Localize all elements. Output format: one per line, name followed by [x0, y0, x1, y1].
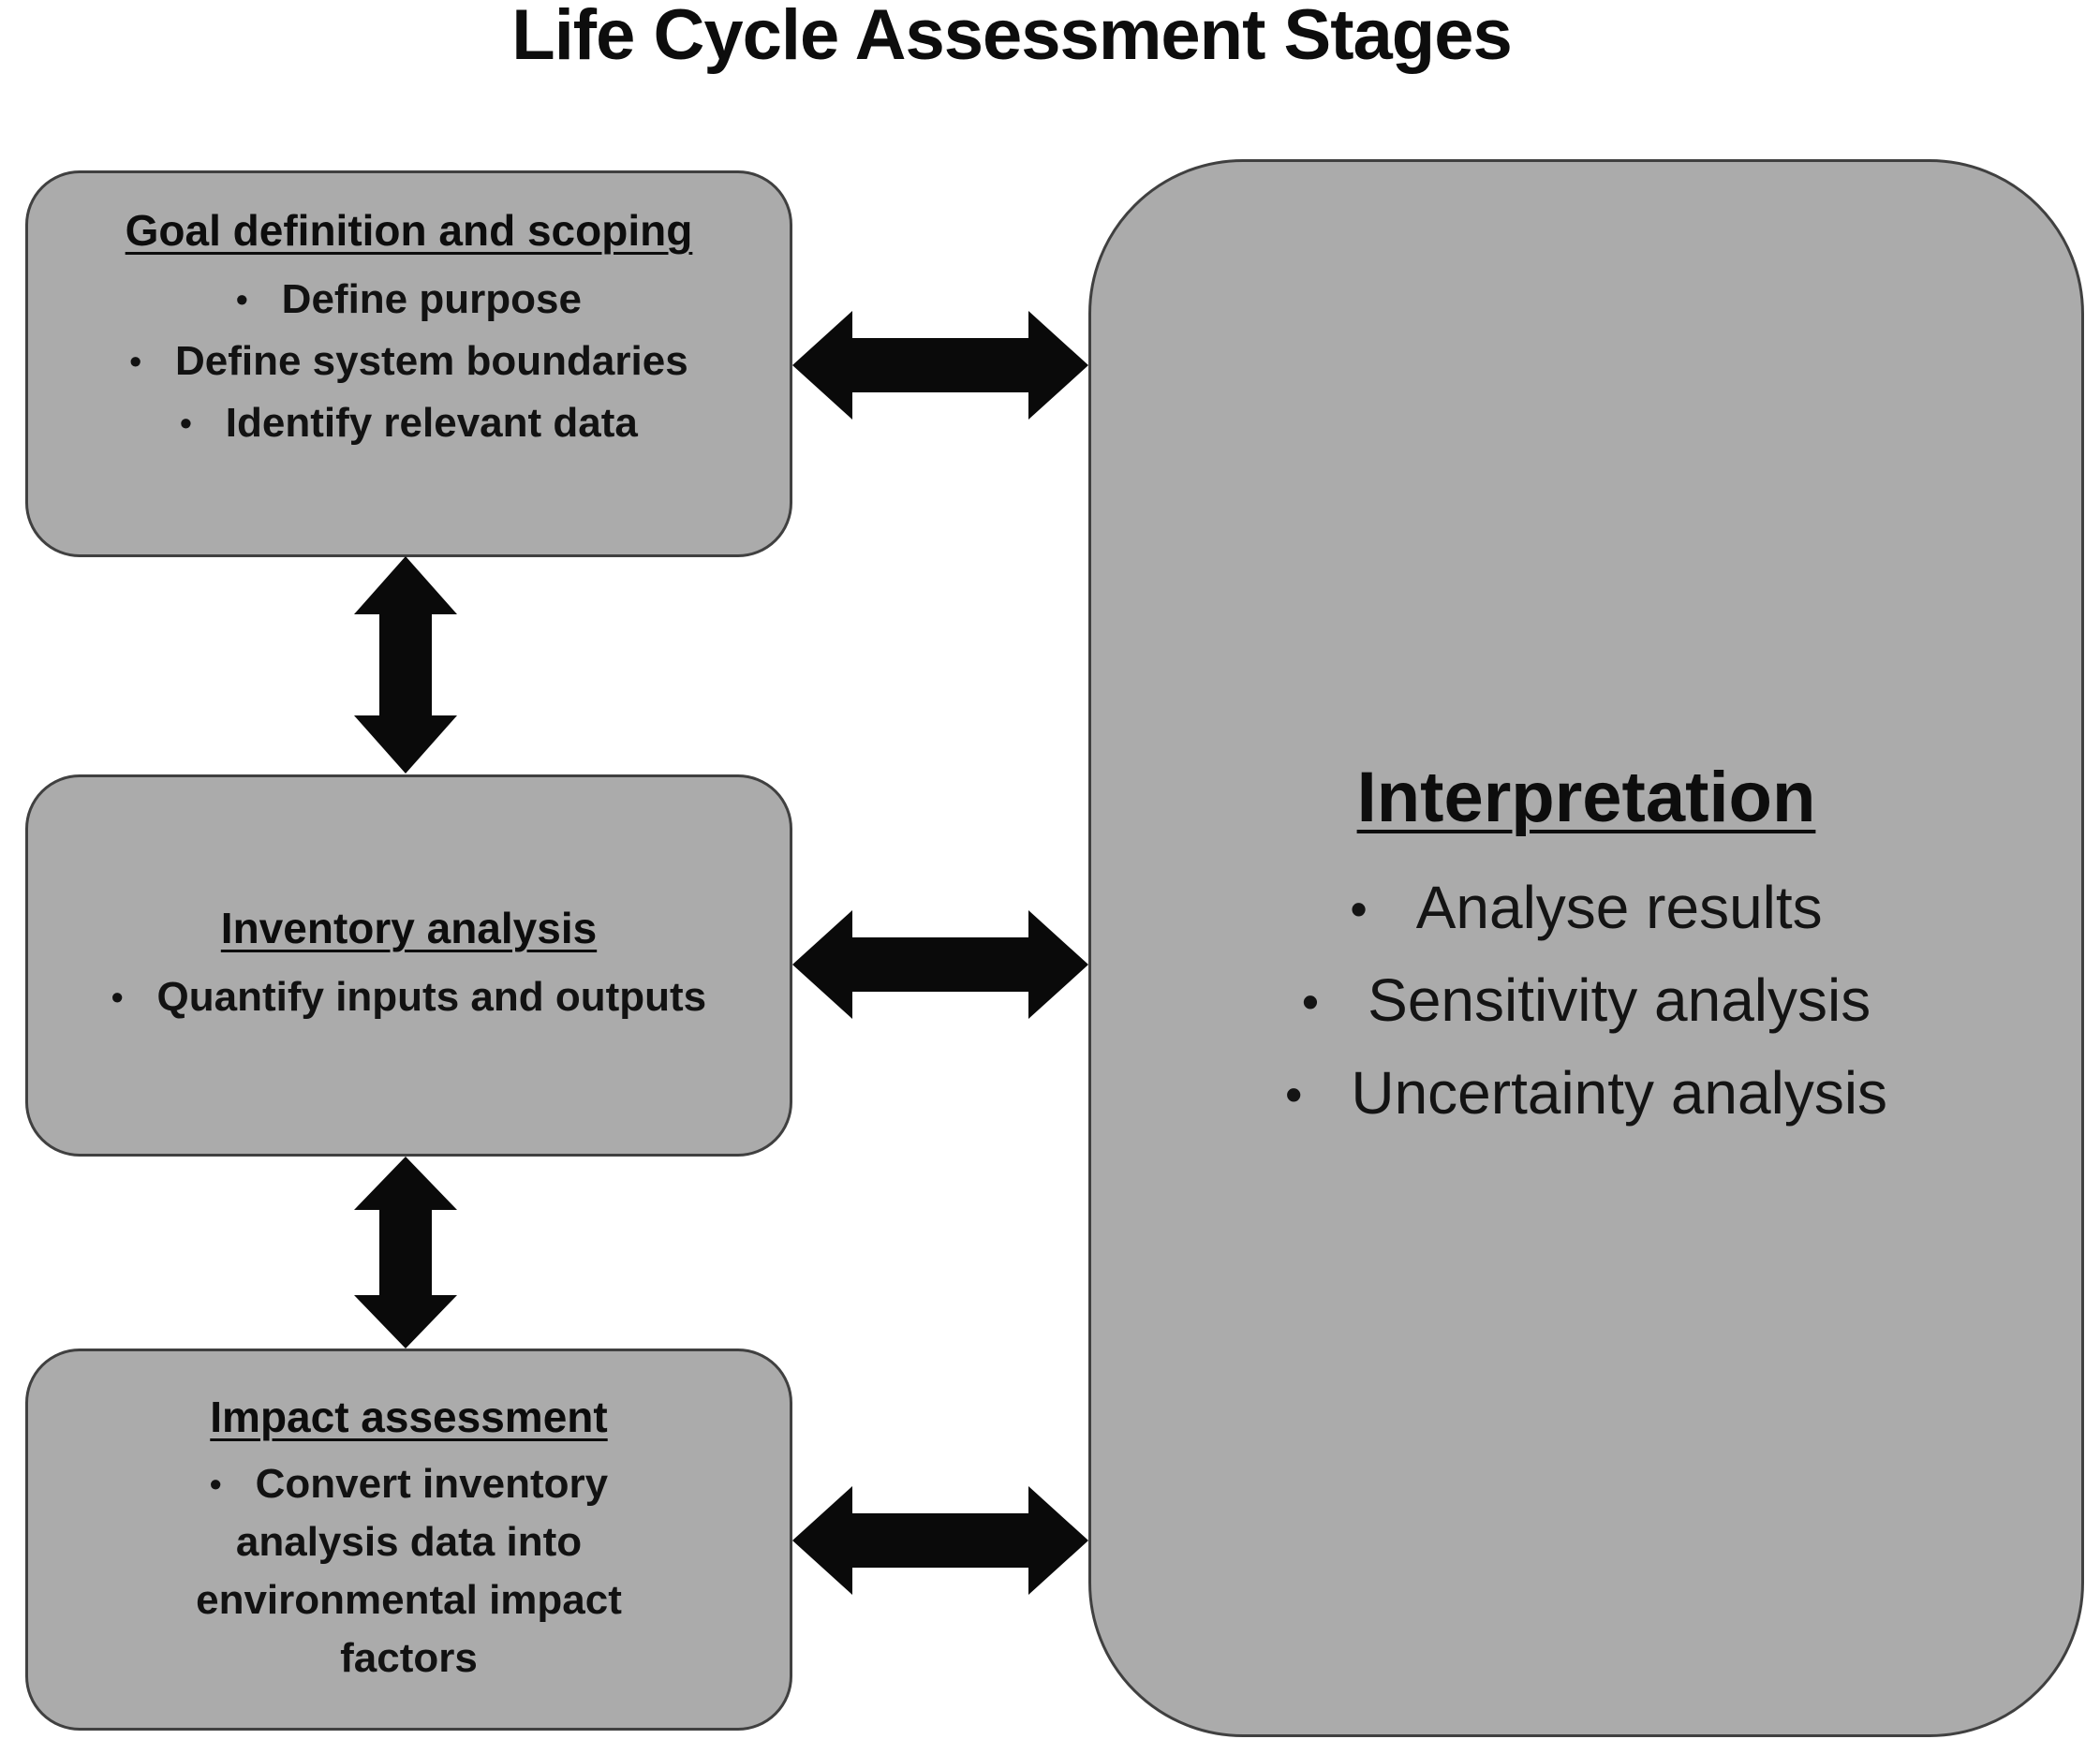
box-interpretation: Interpretation •Analyse results •Sensiti… — [1088, 159, 2084, 1737]
double-arrow-goal-interpretation-icon — [792, 311, 1088, 420]
goal-heading: Goal definition and scoping — [125, 206, 693, 255]
list-item: • Define system boundaries — [129, 331, 688, 392]
bullet-dot: • — [1301, 974, 1320, 1030]
inventory-bullet-list: • Quantify inputs and outputs — [111, 966, 706, 1028]
bullet-text: Sensitivity analysis — [1368, 965, 1871, 1034]
box-goal-definition: Goal definition and scoping • Define purp… — [25, 170, 792, 557]
bullet-text: Identify relevant data — [225, 400, 638, 446]
bullet-text: Define purpose — [281, 276, 582, 322]
bullet-text: Quantify inputs and outputs — [156, 974, 707, 1020]
list-item: •Convert inventory analysis data into en… — [142, 1455, 676, 1688]
bullet-dot: • — [111, 978, 124, 1016]
bullet-text: Define system boundaries — [174, 338, 688, 384]
bullet-dot: • — [129, 342, 141, 380]
list-item: • Sensitivity analysis — [1302, 955, 1871, 1048]
bullet-dot: • — [209, 1465, 222, 1503]
list-item: • Quantify inputs and outputs — [111, 966, 706, 1028]
box-inventory-analysis: Inventory analysis • Quantify inputs and … — [25, 774, 792, 1157]
double-arrow-goal-inventory-icon — [354, 556, 457, 774]
bullet-text: Uncertainty analysis — [1351, 1058, 1888, 1127]
double-arrow-inventory-interpretation-icon — [792, 910, 1088, 1019]
bullet-dot: • — [1350, 881, 1368, 937]
bullet-dot: • — [236, 280, 248, 318]
bullet-text: Analyse results — [1415, 873, 1823, 941]
bullet-dot: • — [1284, 1067, 1303, 1123]
list-item: • Uncertainty analysis — [1285, 1048, 1887, 1141]
impact-bullet-list: •Convert inventory analysis data into en… — [142, 1455, 676, 1688]
box-impact-assessment: Impact assessment •Convert inventory ana… — [25, 1349, 792, 1731]
list-item: • Identify relevant data — [180, 392, 638, 454]
list-item: • Define purpose — [236, 269, 582, 331]
goal-bullet-list: • Define purpose • Define system boundarie… — [129, 269, 688, 454]
diagram-title: Life Cycle Assessment Stages — [511, 0, 1512, 75]
bullet-text: Convert inventory analysis data into env… — [196, 1461, 622, 1681]
inventory-heading: Inventory analysis — [220, 904, 598, 952]
impact-heading: Impact assessment — [210, 1393, 608, 1441]
double-arrow-impact-interpretation-icon — [792, 1486, 1088, 1595]
list-item: • Analyse results — [1350, 862, 1822, 955]
interpretation-heading: Interpretation — [1356, 757, 1816, 837]
bullet-dot: • — [180, 404, 192, 442]
double-arrow-inventory-impact-icon — [354, 1157, 457, 1349]
interpretation-bullet-list: •Analyse results •Sensitivity analysis •… — [1285, 862, 1887, 1141]
